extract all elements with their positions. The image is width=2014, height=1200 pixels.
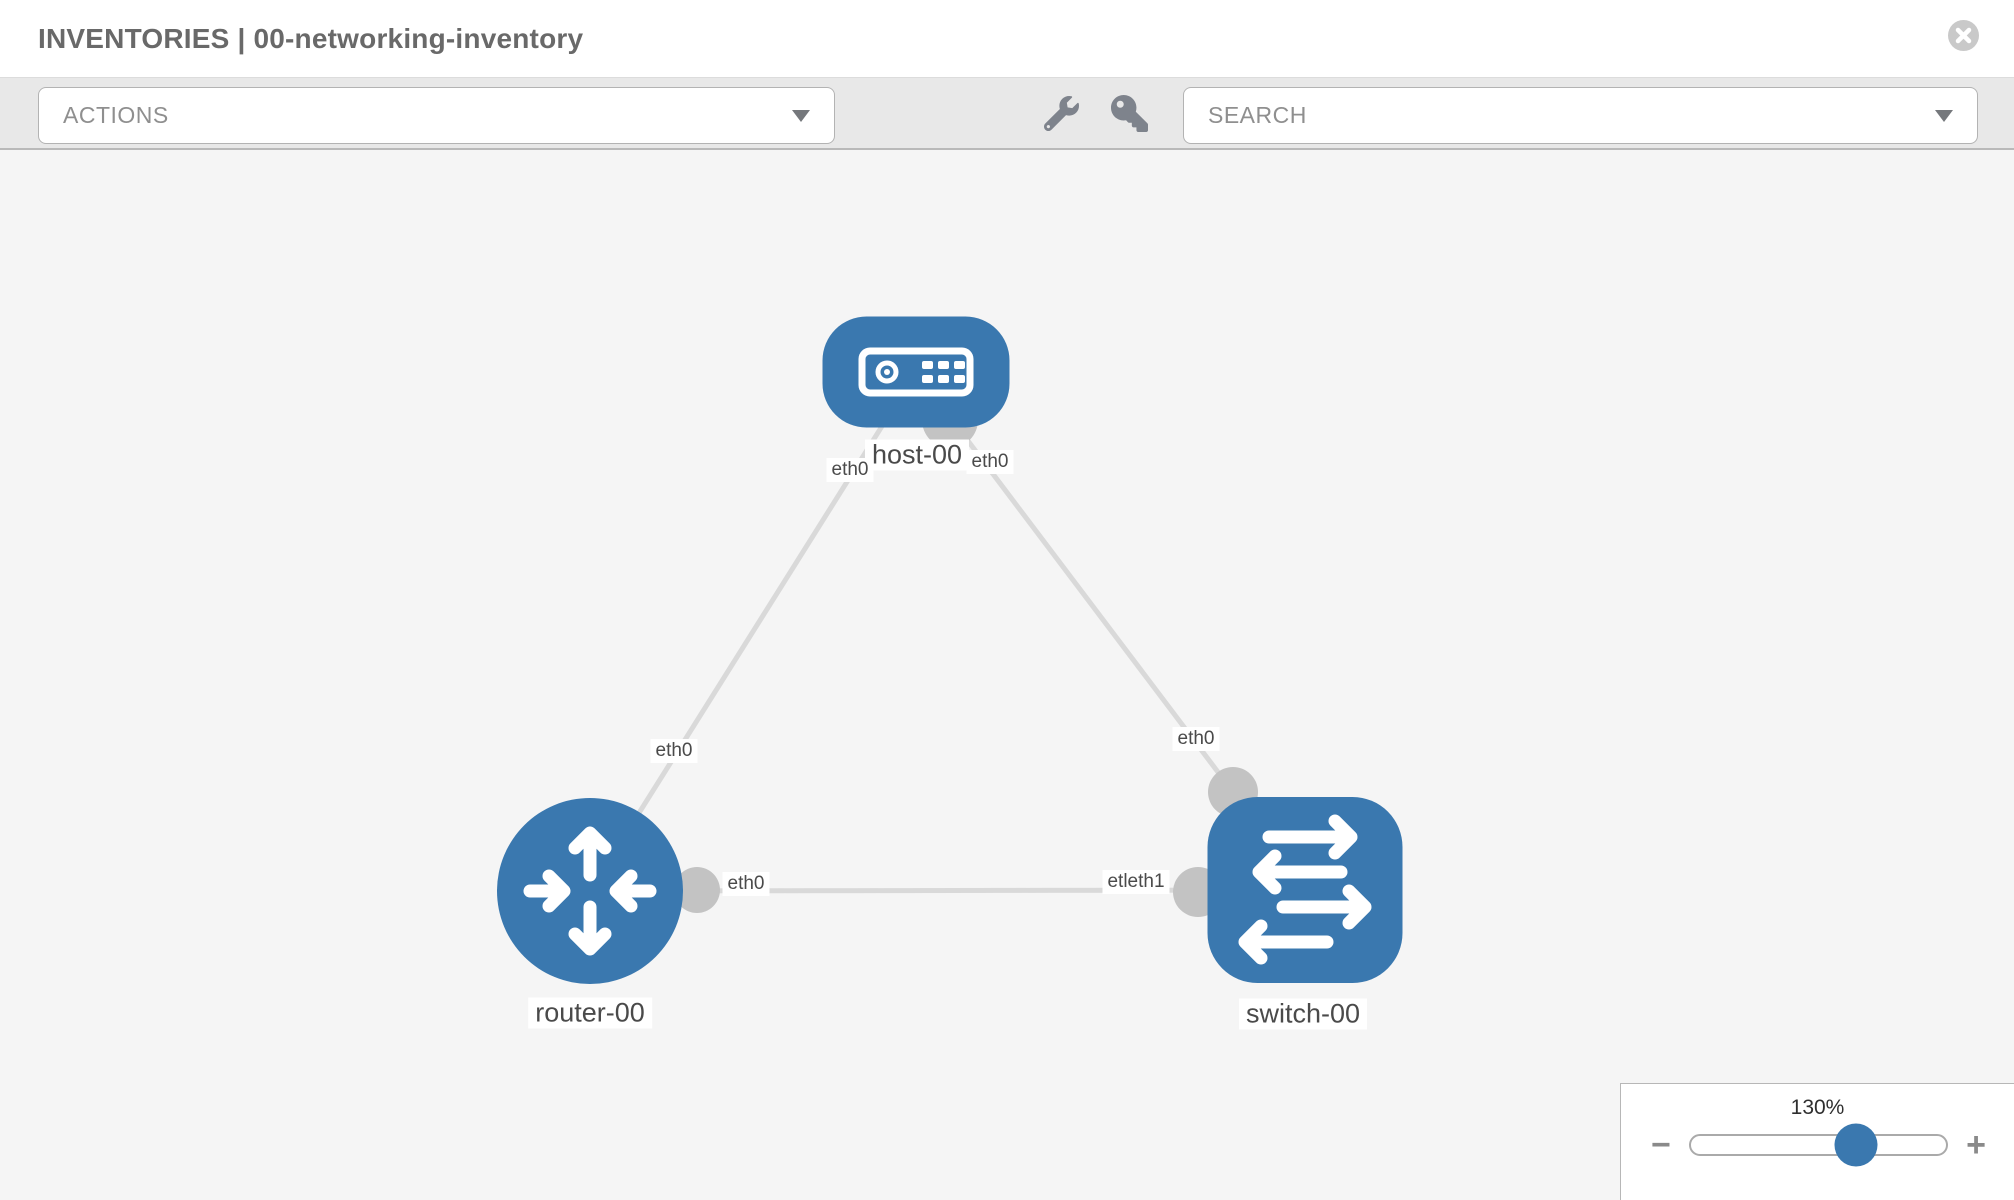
zoom-slider-track[interactable]	[1688, 1123, 1949, 1167]
search-dropdown-label: SEARCH	[1208, 102, 1307, 128]
interface-label-router-right: eth0	[722, 872, 770, 896]
interface-label-host-right: eth0	[966, 450, 1014, 474]
zoom-in-button[interactable]: +	[1966, 1126, 1986, 1164]
interface-label-router-top: eth0	[650, 739, 698, 763]
close-icon	[1955, 27, 1972, 44]
interface-label-switch-left: etleth1	[1102, 870, 1170, 894]
zoom-panel: 130% − +	[1620, 1083, 2014, 1200]
node-host[interactable]	[822, 316, 1010, 428]
router-icon	[523, 826, 657, 956]
zoom-slider-thumb[interactable]	[1834, 1123, 1878, 1167]
node-router[interactable]	[497, 798, 683, 984]
node-switch[interactable]	[1207, 797, 1403, 983]
interface-label-switch-top: eth0	[1172, 727, 1220, 751]
close-button[interactable]	[1948, 20, 1979, 51]
node-label-host[interactable]: host-00	[864, 439, 970, 471]
chevron-down-icon	[1935, 109, 1953, 122]
chevron-down-icon	[792, 109, 810, 122]
node-label-switch[interactable]: switch-00	[1238, 998, 1368, 1030]
zoom-out-button[interactable]: −	[1651, 1126, 1671, 1164]
page-title: INVENTORIES | 00-networking-inventory	[38, 22, 584, 54]
titlebar: INVENTORIES | 00-networking-inventory	[0, 0, 2014, 77]
search-dropdown[interactable]: SEARCH	[1183, 87, 1978, 144]
topology-graph	[497, 316, 1403, 984]
zoom-level: 130%	[1790, 1096, 1845, 1119]
toolbar-tools	[1044, 78, 1148, 148]
wrench-icon[interactable]	[1044, 95, 1079, 131]
interface-connector-router[interactable]	[674, 867, 720, 913]
interface-label-host-left: eth0	[826, 458, 874, 482]
host-icon	[858, 347, 974, 397]
actions-dropdown[interactable]: ACTIONS	[38, 87, 835, 144]
actions-dropdown-label: ACTIONS	[63, 102, 169, 128]
key-icon[interactable]	[1111, 94, 1148, 132]
topology-canvas[interactable]: host-00 router-00 switch-00 eth0 eth0 et…	[0, 150, 2014, 1200]
toolbar: ACTIONS SEARCH	[0, 77, 2014, 150]
node-label-router[interactable]: router-00	[528, 997, 652, 1029]
switch-icon	[1238, 814, 1372, 965]
